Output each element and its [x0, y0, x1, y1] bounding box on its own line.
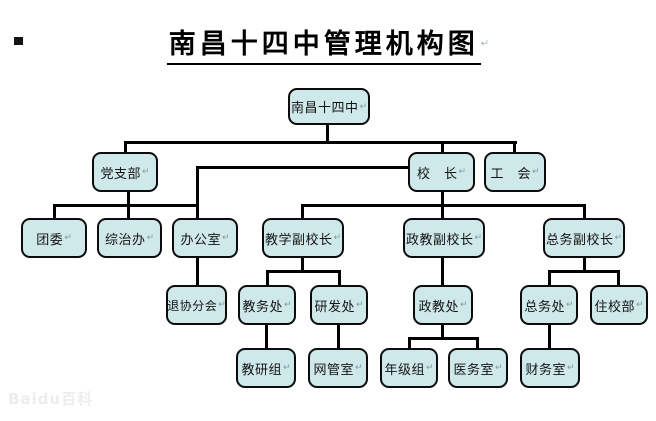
connector-line: [266, 270, 269, 286]
node-boarding-dept: 住校部↵: [590, 285, 648, 325]
connector-line: [441, 257, 444, 286]
paragraph-mark: ↵: [282, 363, 291, 373]
node-principal: 校 长↵: [408, 152, 475, 192]
title-row: 南昌十四中管理机构图↵: [0, 22, 656, 65]
node-label: 医务室: [453, 362, 494, 378]
connector-line: [548, 324, 551, 349]
paragraph-mark: ↵: [459, 300, 468, 310]
connector-line: [301, 204, 586, 207]
node-grade-group: 年级组↵: [380, 348, 438, 388]
connector-line: [301, 204, 304, 219]
paragraph-mark: ↵: [218, 300, 226, 310]
paragraph-mark: ↵: [355, 300, 364, 310]
node-label: 政教副校长: [405, 232, 474, 248]
node-label: 综治办: [104, 232, 146, 248]
connector-line: [53, 204, 56, 219]
node-network-room: 网管室↵: [308, 348, 368, 388]
node-label: 年级组: [384, 362, 425, 378]
node-academic-affairs: 教务处↵: [238, 285, 296, 325]
connector-line: [196, 166, 409, 169]
page-title: 南昌十四中管理机构图: [166, 22, 481, 65]
paragraph-mark: ↵: [531, 167, 540, 177]
anchor-bullet-icon: [14, 37, 23, 45]
connector-line: [337, 324, 340, 349]
node-label: 财务室: [525, 362, 566, 378]
paragraph-mark: ↵: [474, 233, 483, 243]
node-label: 教务处: [242, 299, 283, 315]
node-label: 南昌十四中: [290, 101, 359, 116]
connector-line: [441, 141, 444, 153]
connector-line: [124, 141, 517, 144]
node-label: 团委: [36, 232, 64, 248]
node-party-branch: 党支部↵: [92, 152, 158, 192]
node-label: 办公室: [180, 232, 221, 248]
connector-line: [124, 141, 127, 153]
node-retiree-branch: 退协分会↵: [166, 285, 227, 325]
node-label: 校 长: [416, 166, 458, 182]
node-label: 教研组: [241, 362, 282, 378]
baidu-watermark: Baidu百科: [8, 390, 94, 408]
paragraph-mark: ↵: [333, 233, 342, 243]
paragraph-mark: ↵: [425, 363, 434, 373]
connector-line: [266, 270, 341, 273]
node-vice-principal-logistics: 总务副校长↵: [543, 218, 625, 258]
node-teaching-research-group: 教研组↵: [236, 348, 296, 388]
node-labor-union: 工 会↵: [484, 152, 546, 192]
connector-line: [583, 257, 586, 273]
paragraph-mark: ↵: [64, 233, 72, 243]
paragraph-mark: ↵: [480, 38, 490, 50]
paragraph-mark: ↵: [565, 300, 574, 310]
paragraph-mark: ↵: [283, 300, 292, 310]
paragraph-mark: ↵: [221, 233, 230, 243]
node-vice-principal-moral: 政教副校长↵: [403, 218, 485, 258]
paragraph-mark: ↵: [635, 300, 644, 310]
connector-line: [196, 166, 199, 219]
connector-line: [338, 270, 341, 286]
connector-line: [583, 204, 586, 219]
node-comprehensive-office: 综治办↵: [97, 218, 162, 258]
paragraph-mark: ↵: [146, 233, 155, 243]
node-label: 网管室: [313, 362, 354, 378]
node-label: 退协分会: [167, 298, 218, 313]
node-label: 总务副校长: [545, 232, 614, 248]
paragraph-mark: ↵: [141, 167, 150, 177]
node-label: 党支部: [100, 166, 141, 182]
node-root: 南昌十四中↵: [288, 88, 370, 125]
connector-line: [617, 270, 620, 286]
connector-line: [408, 337, 479, 340]
paragraph-mark: ↵: [359, 101, 368, 112]
node-label: 教学副校长: [264, 232, 333, 248]
connector-line: [441, 324, 444, 339]
paragraph-mark: ↵: [566, 363, 575, 373]
connector-line: [548, 270, 551, 286]
paragraph-mark: ↵: [458, 167, 467, 177]
node-youth-league: 团委↵: [21, 218, 87, 258]
node-general-office: 办公室↵: [172, 218, 238, 258]
node-medical-room: 医务室↵: [448, 348, 508, 388]
node-label: 政教处: [418, 299, 459, 315]
node-label: 工 会: [490, 166, 531, 182]
node-moral-education-office: 政教处↵: [413, 285, 473, 325]
connector-line: [326, 123, 329, 143]
connector-line: [265, 324, 268, 349]
node-label: 研发处: [314, 299, 355, 315]
node-label: 总务处: [524, 299, 565, 315]
connector-line: [548, 270, 620, 273]
connector-line: [301, 257, 304, 273]
connector-line: [408, 337, 411, 349]
connector-line: [196, 257, 199, 286]
connector-line: [513, 141, 516, 153]
paragraph-mark: ↵: [494, 363, 503, 373]
node-label: 住校部: [594, 299, 635, 315]
connector-line: [476, 337, 479, 349]
node-research-office: 研发处↵: [310, 285, 368, 325]
paragraph-mark: ↵: [614, 233, 623, 243]
node-general-affairs-office: 总务处↵: [520, 285, 578, 325]
node-finance-room: 财务室↵: [520, 348, 580, 388]
paragraph-mark: ↵: [354, 363, 363, 373]
connector-line: [53, 204, 199, 207]
node-vice-principal-teaching: 教学副校长↵: [262, 218, 344, 258]
